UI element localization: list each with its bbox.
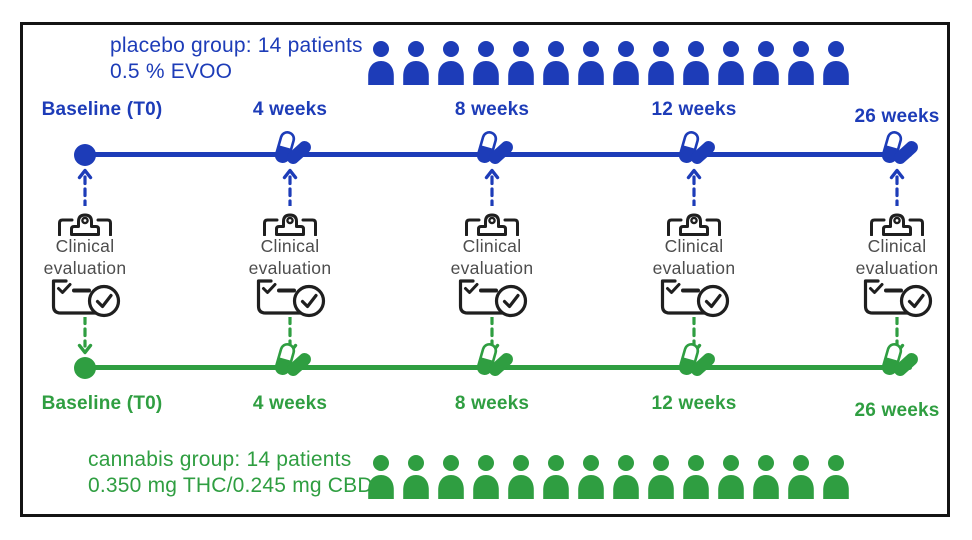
pills-icon (476, 131, 513, 164)
person-icon (508, 41, 534, 85)
arrow-up-icon (889, 168, 905, 206)
cannabis-group-dose: 0.350 mg THC/0.245 mg CBD (88, 474, 373, 497)
person-icon (788, 41, 814, 85)
person-icon (578, 455, 604, 499)
timepoint-label-12-weeks: 12 weeks (651, 99, 737, 120)
timepoint-label-8-weeks: 8 weeks (454, 393, 530, 414)
timepoint-label-12-weeks: 12 weeks (651, 393, 737, 414)
arrow-up-icon (282, 168, 298, 206)
person-icon (648, 455, 674, 499)
checklist-check-icon (51, 279, 121, 318)
checklist-check-icon (660, 279, 730, 318)
person-icon (473, 455, 499, 499)
arrow-up-icon (686, 168, 702, 206)
pills-icon (881, 343, 918, 376)
placebo-group-title: placebo group: 14 patients (110, 34, 363, 57)
pills-icon (274, 131, 311, 164)
person-icon (718, 41, 744, 85)
pills-icon (274, 343, 311, 376)
person-icon (823, 41, 849, 85)
checklist-check-icon (256, 279, 326, 318)
cannabis-group-title: cannabis group: 14 patients (88, 448, 352, 471)
person-icon (368, 455, 394, 499)
timepoint-label-baseline: Baseline (T0) (41, 99, 163, 120)
timepoint-label-baseline: Baseline (T0) (41, 393, 163, 414)
cannabis-patients-row (366, 454, 851, 499)
placebo-patients-row (366, 40, 851, 85)
clipboard-icon (465, 213, 519, 236)
placebo-group-label: placebo group: 14 patients 0.5 % EVOO (110, 33, 363, 85)
person-icon (718, 455, 744, 499)
person-icon (788, 455, 814, 499)
person-icon (508, 455, 534, 499)
person-icon (473, 41, 499, 85)
person-icon (823, 455, 849, 499)
timepoint-label-26-weeks: 26 weeks (854, 106, 940, 127)
checklist-check-icon (458, 279, 528, 318)
person-icon (368, 41, 394, 85)
timepoint-label-4-weeks: 4 weeks (252, 393, 328, 414)
person-icon (683, 455, 709, 499)
person-icon (543, 41, 569, 85)
clipboard-icon (667, 213, 721, 236)
person-icon (753, 455, 779, 499)
arrow-up-icon (77, 168, 93, 206)
person-icon (578, 41, 604, 85)
arrow-up-icon (484, 168, 500, 206)
person-icon (403, 41, 429, 85)
person-icon (438, 41, 464, 85)
diagram-border (20, 22, 950, 517)
pills-icon (678, 131, 715, 164)
placebo-group-dose: 0.5 % EVOO (110, 60, 233, 83)
person-icon (543, 455, 569, 499)
person-icon (613, 41, 639, 85)
timepoint-label-26-weeks: 26 weeks (854, 400, 940, 421)
cannabis-baseline-dot (74, 357, 96, 379)
arrow-down-icon (77, 317, 93, 355)
pills-icon (881, 131, 918, 164)
timepoint-label-8-weeks: 8 weeks (454, 99, 530, 120)
person-icon (648, 41, 674, 85)
cannabis-group-label: cannabis group: 14 patients 0.350 mg THC… (88, 447, 373, 499)
person-icon (683, 41, 709, 85)
checklist-check-icon (863, 279, 933, 318)
pills-icon (476, 343, 513, 376)
clipboard-icon (263, 213, 317, 236)
person-icon (438, 455, 464, 499)
person-icon (403, 455, 429, 499)
timepoint-label-4-weeks: 4 weeks (252, 99, 328, 120)
placebo-baseline-dot (74, 144, 96, 166)
pills-icon (678, 343, 715, 376)
clipboard-icon (870, 213, 924, 236)
person-icon (753, 41, 779, 85)
clipboard-icon (58, 213, 112, 236)
person-icon (613, 455, 639, 499)
